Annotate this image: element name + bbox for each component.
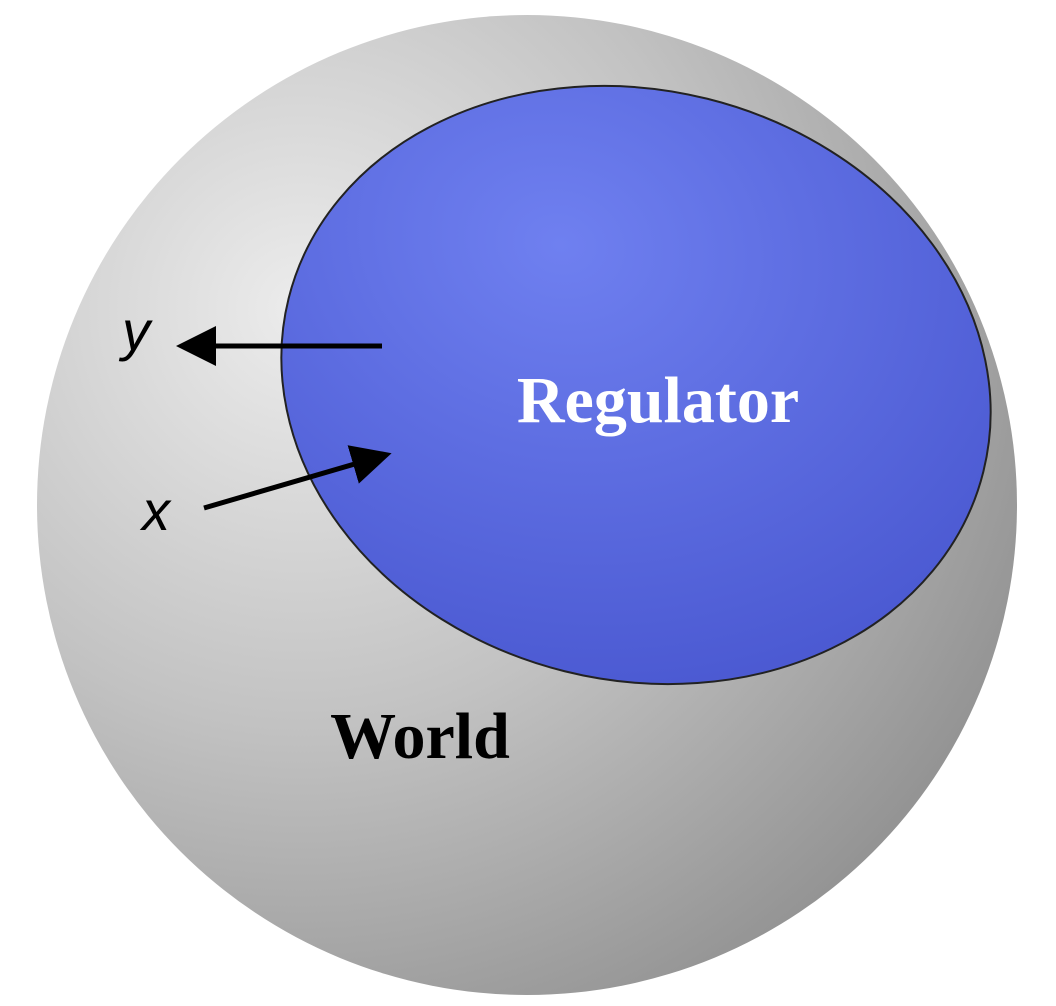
output-label: y: [118, 299, 153, 362]
input-arrow: [203, 445, 392, 511]
regulator-label: Regulator: [517, 364, 799, 437]
input-label: x: [139, 479, 172, 542]
regulator-ellipse: [280, 84, 992, 686]
world-label: World: [330, 700, 510, 773]
